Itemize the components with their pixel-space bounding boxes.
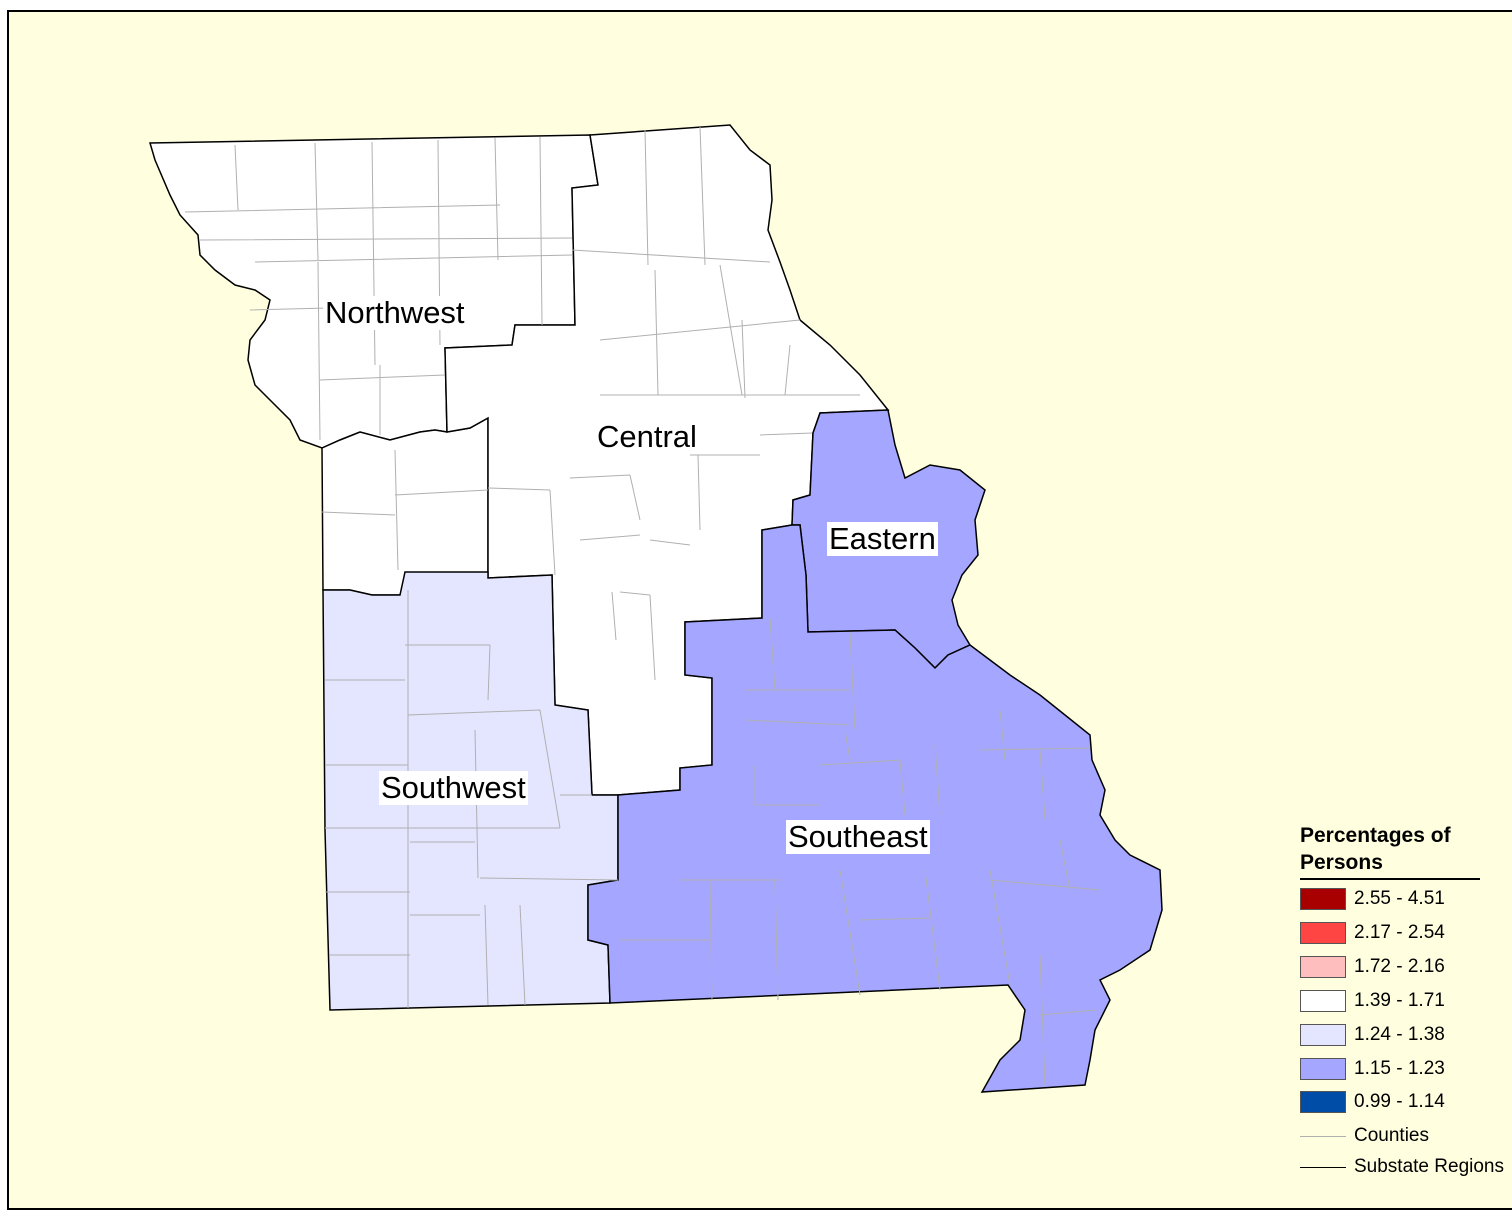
legend-label: 2.55 - 4.51 xyxy=(1354,888,1445,909)
legend-swatch xyxy=(1300,1024,1346,1046)
legend-label: 1.15 - 1.23 xyxy=(1354,1058,1445,1079)
legend-swatch xyxy=(1300,1058,1346,1080)
region-label-eastern: Eastern xyxy=(827,521,938,556)
region-label-southeast: Southeast xyxy=(786,819,930,854)
county-line-key xyxy=(1300,1136,1346,1137)
legend-label: Counties xyxy=(1354,1125,1429,1146)
missouri-map xyxy=(149,124,1163,1093)
legend-swatch xyxy=(1300,990,1346,1012)
region-line-key xyxy=(1300,1167,1346,1168)
legend-swatch xyxy=(1300,888,1346,910)
legend-label: 2.17 - 2.54 xyxy=(1354,922,1445,943)
legend-label: Substate Regions xyxy=(1354,1156,1504,1177)
legend-swatch xyxy=(1300,1091,1346,1113)
county-lines xyxy=(184,126,1101,1086)
legend-label: 1.72 - 2.16 xyxy=(1354,956,1445,977)
legend-title: Percentages of Persons xyxy=(1300,822,1480,880)
legend-swatch xyxy=(1300,922,1346,944)
region-label-northwest: Northwest xyxy=(323,295,467,330)
map-legend: Percentages of Persons 2.55 - 4.51 2.17 … xyxy=(1300,822,1512,1177)
region-northwest-south[interactable] xyxy=(321,416,489,596)
legend-label: 1.24 - 1.38 xyxy=(1354,1024,1445,1045)
legend-label: 0.99 - 1.14 xyxy=(1354,1091,1445,1112)
legend-swatch xyxy=(1300,956,1346,978)
region-southeast[interactable] xyxy=(587,524,1163,1093)
region-label-southwest: Southwest xyxy=(379,770,528,805)
region-label-central: Central xyxy=(595,419,699,454)
legend-label: 1.39 - 1.71 xyxy=(1354,990,1445,1011)
